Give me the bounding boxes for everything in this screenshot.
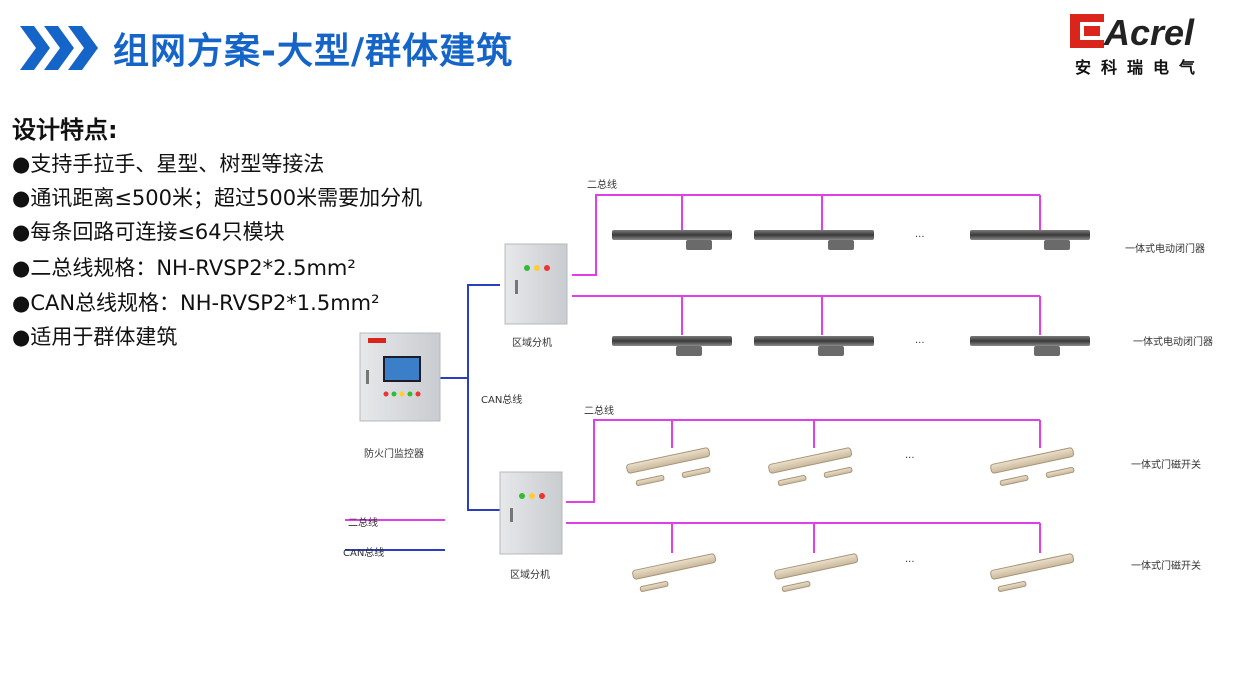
- ellipsis: ...: [915, 229, 925, 240]
- logo-text: Acrel: [1104, 12, 1195, 53]
- branch-label-1: 区域分机: [512, 338, 552, 349]
- legend-can-bus: CAN总线: [343, 548, 385, 559]
- feature-item: ●通讯距离≤500米；超过500米需要加分机: [12, 186, 423, 210]
- feature-item: ●CAN总线规格：NH-RVSP2*1.5mm²: [12, 291, 380, 315]
- ellipsis: ...: [905, 450, 915, 461]
- feature-item: ●适用于群体建筑: [12, 325, 178, 349]
- features-heading: 设计特点:: [12, 116, 118, 144]
- branch-label-2: 区域分机: [510, 570, 550, 581]
- two-bus-lines: [345, 194, 1041, 553]
- feature-item: ●每条回路可连接≤64只模块: [12, 220, 285, 244]
- page-title: 组网方案-大型/群体建筑: [113, 31, 514, 72]
- door-closer-row-2: [612, 336, 1090, 356]
- ellipsis: ...: [905, 554, 915, 565]
- can-bus-lines: [345, 284, 500, 551]
- row-label: 一体式电动闭门器: [1133, 337, 1213, 348]
- feature-item: ●二总线规格：NH-RVSP2*2.5mm²: [12, 256, 356, 280]
- logo-subtitle: 安科瑞电气: [1075, 58, 1206, 77]
- acrel-logo-mark-icon: [1070, 14, 1104, 48]
- controller-label: 防火门监控器: [364, 449, 424, 460]
- legend-two-bus: 二总线: [348, 518, 378, 529]
- zone-branch-unit-1: [504, 243, 568, 325]
- door-closer-row-1: [612, 230, 1090, 250]
- ellipsis: ...: [915, 335, 925, 346]
- door-magnet-switch-row-2: [632, 553, 1075, 592]
- can-bus-label: CAN总线: [481, 395, 523, 406]
- row-label: 一体式门磁开关: [1131, 561, 1201, 572]
- chevron-arrows-icon: [20, 26, 98, 70]
- zone-branch-unit-2: [499, 471, 563, 555]
- row-label: 一体式电动闭门器: [1125, 244, 1205, 255]
- two-bus-label-mid: 二总线: [584, 406, 614, 417]
- row-label: 一体式门磁开关: [1131, 460, 1201, 471]
- two-bus-label-top: 二总线: [587, 180, 617, 191]
- door-magnet-switch-row-1: [626, 447, 1075, 486]
- fire-door-monitor-controller: [359, 332, 441, 422]
- feature-item: ●支持手拉手、星型、树型等接法: [12, 152, 325, 176]
